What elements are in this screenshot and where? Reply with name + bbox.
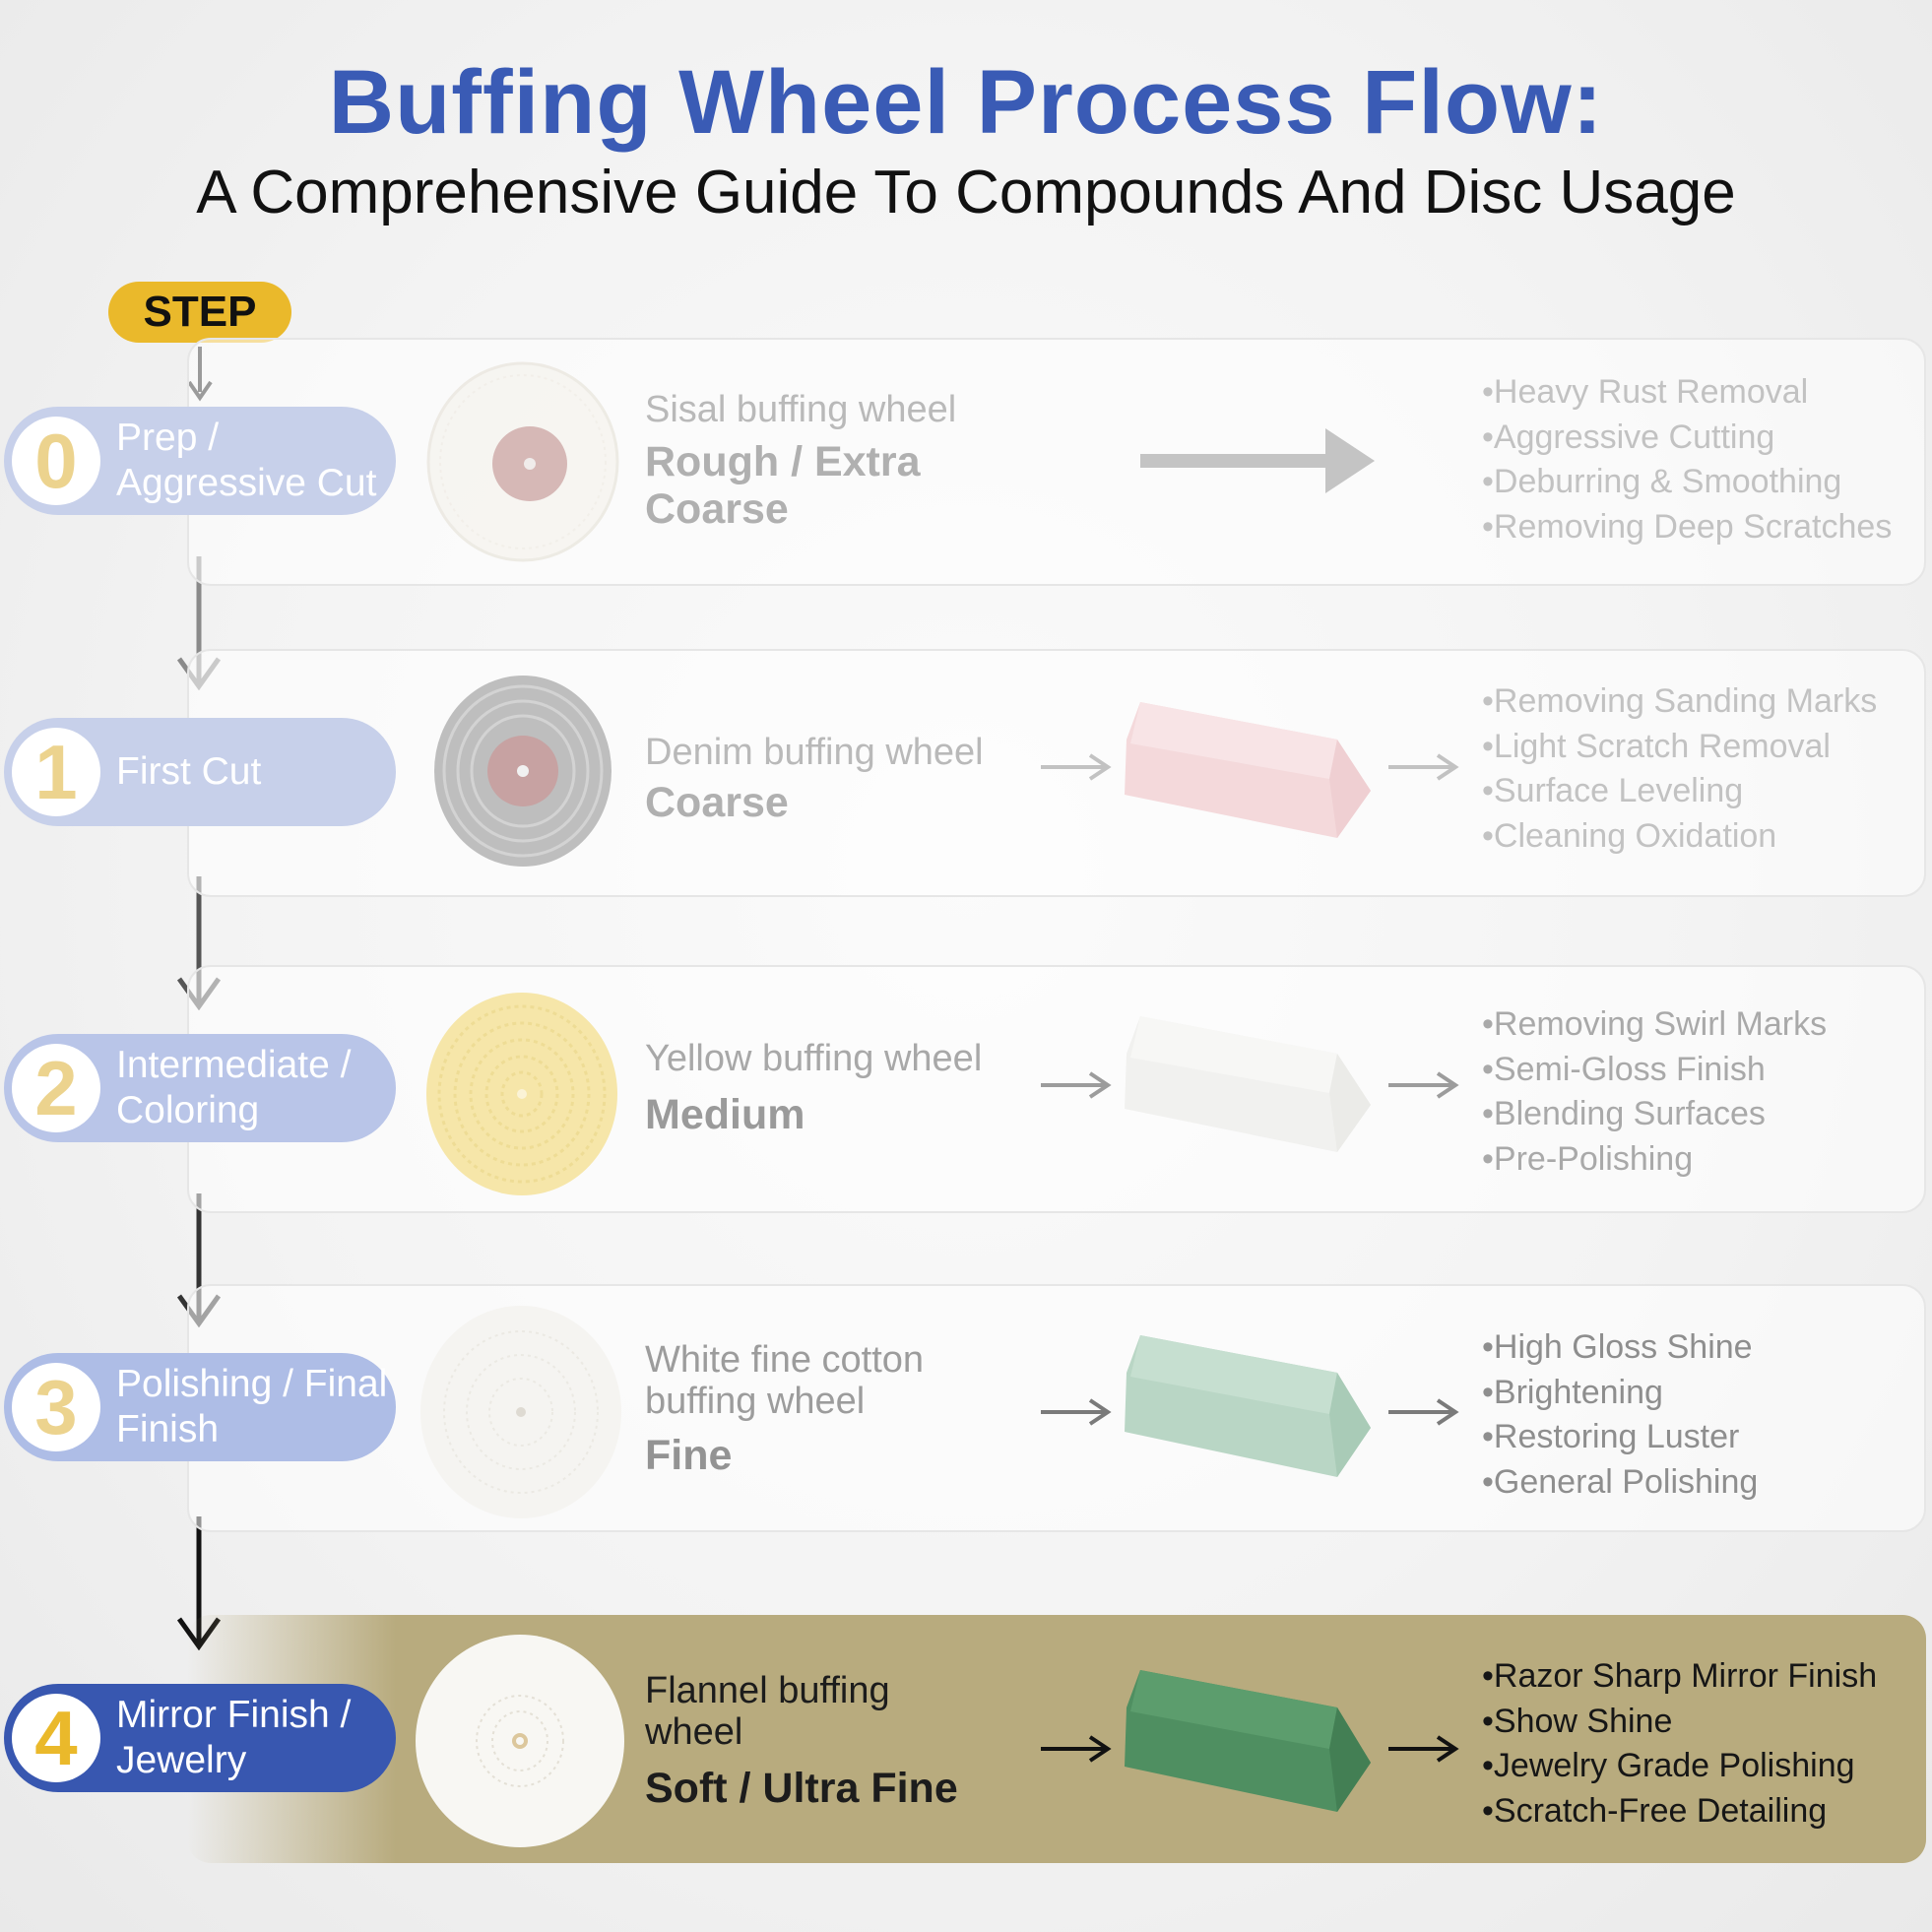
wheel-name: Denim buffing wheel [645, 732, 984, 773]
green-compound-bar-icon [1125, 1670, 1371, 1812]
step-number-circle: 0 [12, 417, 100, 505]
step-pill: 1 First Cut [4, 718, 396, 826]
benefit-item: •Heavy Rust Removal [1482, 373, 1809, 411]
step-number: 0 [34, 418, 78, 504]
benefit-item: •Razor Sharp Mirror Finish [1482, 1657, 1878, 1695]
arrow-right-icon [1388, 1398, 1459, 1426]
benefit-item: •Light Scratch Removal [1482, 727, 1831, 765]
benefit-item: •Scratch-Free Detailing [1482, 1791, 1828, 1830]
benefit-item: •Brightening [1482, 1373, 1663, 1411]
step-label: Prep / Aggressive Cut [116, 417, 377, 504]
step-number-circle: 1 [12, 728, 100, 816]
step-pill: 3 Polishing / Final Finish [4, 1353, 396, 1461]
benefit-item: •Deburring & Smoothing [1482, 463, 1842, 500]
step-badge: STEP [108, 282, 291, 343]
benefit-item: •Blending Surfaces [1482, 1095, 1766, 1132]
benefit-item: •Removing Sanding Marks [1482, 682, 1878, 720]
step-label: Intermediate / Coloring [116, 1044, 352, 1131]
step-pill: 0 Prep / Aggressive Cut [4, 407, 396, 515]
step-number-circle: 3 [12, 1363, 100, 1451]
arrow-right-icon [1041, 1071, 1112, 1099]
step-pill-active: 4 Mirror Finish / Jewelry [4, 1684, 396, 1792]
white-cotton-wheel-image [420, 1306, 621, 1518]
wheel-name: Sisal buffing wheel [645, 389, 957, 430]
step-label: First Cut [116, 750, 262, 793]
step-row-4: 4 Mirror Finish / Jewelry Flannel buffin… [0, 1615, 1932, 1863]
step-number: 4 [34, 1695, 78, 1781]
white-compound-bar-icon [1125, 1016, 1371, 1152]
step-row-1: 1 First Cut Denim buffing wheel Coarse •… [0, 649, 1932, 897]
benefit-item: •Removing Swirl Marks [1482, 1005, 1828, 1043]
benefit-item: •Restoring Luster [1482, 1418, 1740, 1455]
benefit-item: •Jewelry Grade Polishing [1482, 1747, 1855, 1784]
benefit-item: •Semi-Gloss Finish [1482, 1050, 1766, 1088]
step-row-2: 2 Intermediate / Coloring Yellow buffing… [0, 965, 1932, 1213]
step-benefits-list: •Heavy Rust Removal •Aggressive Cutting … [1482, 370, 1892, 549]
wheel-grade: Soft / Ultra Fine [645, 1765, 958, 1812]
step-row-0: 0 Prep / Aggressive Cut Sisal buffing wh… [0, 338, 1932, 586]
benefit-item: •General Polishing [1482, 1462, 1759, 1501]
wheel-name: Flannel buffing wheel [645, 1670, 890, 1753]
wheel-name: White fine cotton buffing wheel [645, 1339, 925, 1422]
step-benefits-list: •Removing Sanding Marks •Light Scratch R… [1482, 679, 1877, 859]
step-label: Polishing / Final Finish [116, 1363, 388, 1450]
arrow-right-icon [1388, 1071, 1459, 1099]
flannel-wheel-image [416, 1635, 624, 1847]
benefit-item: •Surface Leveling [1482, 772, 1744, 809]
wheel-grade: Coarse [645, 779, 789, 826]
arrow-right-icon [1041, 1735, 1112, 1763]
step-benefits-list: •Removing Swirl Marks •Semi-Gloss Finish… [1482, 1002, 1827, 1182]
benefit-item: •Show Shine [1482, 1702, 1673, 1740]
sisal-wheel-image [426, 361, 619, 562]
page-subtitle: A Comprehensive Guide To Compounds And D… [196, 159, 1736, 226]
arrow-right-icon [1388, 1735, 1459, 1763]
pink-compound-bar-icon [1125, 702, 1371, 838]
step-number: 3 [34, 1364, 78, 1450]
step-pill: 2 Intermediate / Coloring [4, 1034, 396, 1142]
step-row-3: 3 Polishing / Final Finish White fine co… [0, 1284, 1932, 1532]
step-benefits-list: •High Gloss Shine •Brightening •Restorin… [1482, 1325, 1758, 1505]
arrow-right-icon [1388, 753, 1459, 781]
page-title: Buffing Wheel Process Flow: [328, 52, 1604, 153]
light-green-compound-bar-icon [1125, 1335, 1371, 1477]
wheel-grade: Rough / Extra Coarse [645, 438, 921, 533]
wheel-name: Yellow buffing wheel [645, 1038, 983, 1079]
step-number-circle: 4 [12, 1694, 100, 1782]
step-number-circle: 2 [12, 1044, 100, 1132]
benefit-item: •Aggressive Cutting [1482, 418, 1775, 456]
yellow-wheel-image [426, 993, 617, 1195]
wheel-grade: Medium [645, 1091, 805, 1138]
benefit-item: •Removing Deep Scratches [1482, 507, 1893, 546]
arrow-right-icon [1041, 753, 1112, 781]
step-number: 1 [34, 729, 78, 815]
benefit-item: •Pre-Polishing [1482, 1139, 1694, 1178]
wheel-grade: Fine [645, 1432, 733, 1479]
step-number: 2 [34, 1045, 78, 1131]
arrow-right-icon [1041, 1398, 1112, 1426]
benefit-item: •High Gloss Shine [1482, 1328, 1753, 1366]
benefit-item: •Cleaning Oxidation [1482, 816, 1777, 855]
step-label: Mirror Finish / Jewelry [116, 1694, 352, 1781]
step-benefits-list: •Razor Sharp Mirror Finish •Show Shine •… [1482, 1654, 1877, 1834]
denim-wheel-image [434, 676, 612, 867]
long-arrow-icon [1140, 428, 1375, 493]
